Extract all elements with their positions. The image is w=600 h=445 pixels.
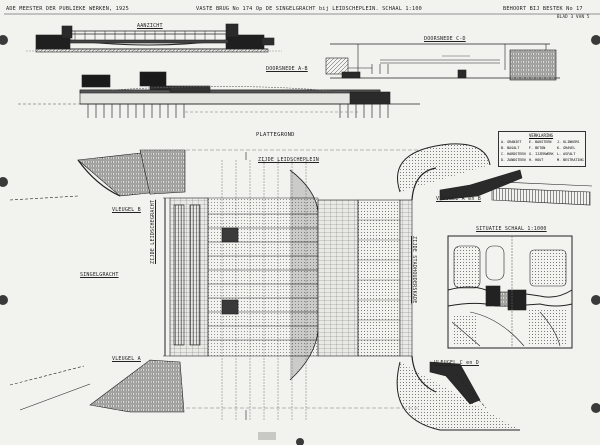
doorsnede-cd-section <box>325 43 560 81</box>
legend-item: J. KLINKERS <box>557 140 580 144</box>
header-right: BEHOORT BIJ BESTEK No 17 <box>503 6 583 12</box>
header-left: ADE MEESTER DER PUBLIEKE WERKEN, 1925 <box>6 6 129 12</box>
legend-item: F. BETON <box>529 146 546 150</box>
legend-item: G. IJZERWERK <box>529 152 554 156</box>
legend-item: B. BASALT <box>501 146 520 150</box>
situatie-inset <box>447 235 573 349</box>
caption-aanzicht: AANZICHT <box>137 23 163 29</box>
caption-doorsnede-cd: DOORSNEDE C-D <box>424 36 466 42</box>
caption-vleugel-cd: VLEUGEL C en D <box>434 360 479 366</box>
legend-item: H. HOUT <box>529 158 544 162</box>
legend-item: E. BAKSTEEN <box>529 140 552 144</box>
caption-vleugel-a: VLEUGEL A <box>112 356 141 362</box>
legend-item: K. GRAVEL <box>557 146 576 150</box>
aanzicht-elevation <box>26 23 282 53</box>
plattegrond-plan <box>9 143 593 431</box>
caption-vleugel-ab: VLEUGEL A en B <box>436 196 481 202</box>
legend-item: L. ASFALT <box>557 152 576 156</box>
caption-doorsnede-ab: DOORSNEDE A-B <box>266 66 308 72</box>
caption-zijde-stadhouderskade: ZIJDE STADHOUDERSKADE <box>411 236 417 304</box>
legend-item: D. ZANDSTEEN <box>501 158 526 162</box>
caption-singelgracht: SINGELGRACHT <box>80 272 119 278</box>
legend-item: A. GRANIET <box>501 140 522 144</box>
caption-plattegrond: PLATTEGROND <box>256 132 295 138</box>
caption-zijde-leidscheplein: ZIJDE LEIDSCHEPLEIN <box>258 157 319 163</box>
punch-holes <box>0 35 600 445</box>
caption-situatie: SITUATIE SCHAAL 1:1000 <box>476 226 547 232</box>
legend-item: M. BESTRATING <box>557 158 584 162</box>
archive-stamp <box>258 432 276 440</box>
legend-box: VERKLARING A. GRANIET B. BASALT C. HARDS… <box>498 131 586 167</box>
legend-title: VERKLARING <box>529 133 554 138</box>
doorsnede-ab-section <box>18 71 420 118</box>
caption-zijde-leidschegracht: ZIJDE LEIDSCHEGRACHT <box>150 199 156 264</box>
caption-vleugel-b: VLEUGEL B <box>112 207 141 213</box>
header-right-sub: BLAD 3 VAN 5 <box>557 14 590 19</box>
header-title: VASTE BRUG No 174 Op DE SINGELGRACHT bij… <box>196 6 422 12</box>
legend-item: C. HARDSTEEN <box>501 152 526 156</box>
